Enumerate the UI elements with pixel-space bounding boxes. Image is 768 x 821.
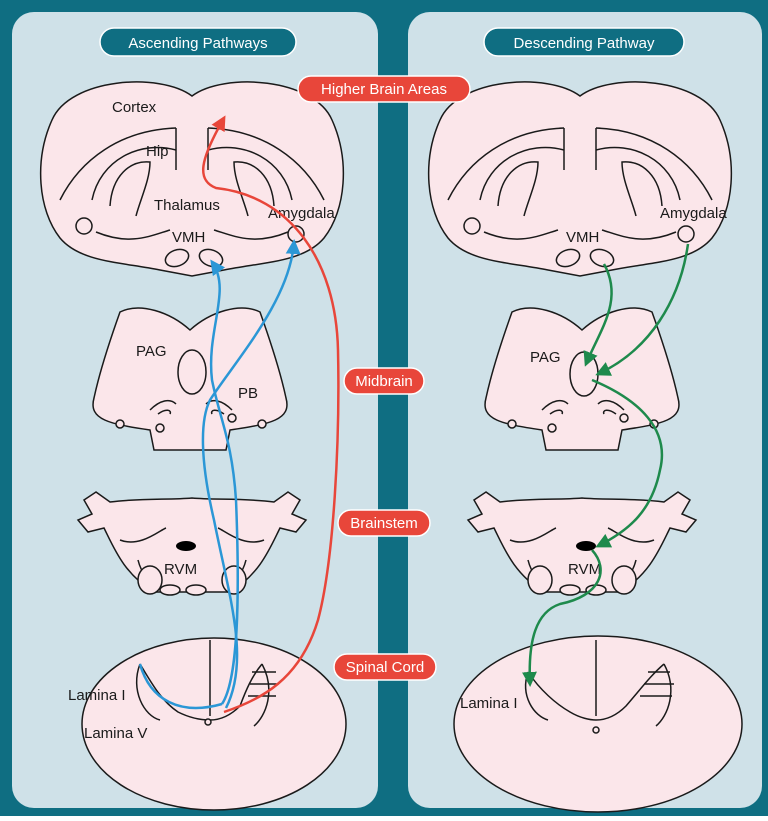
level-pill-spinal: Spinal Cord bbox=[334, 654, 436, 680]
label-rvm-right: RVM bbox=[568, 561, 601, 578]
left-brain-section: Cortex Hip Thalamus Amygdala VMH bbox=[41, 82, 344, 276]
label-lamina-v: Lamina V bbox=[84, 725, 147, 742]
left-title: Ascending Pathways bbox=[128, 35, 267, 52]
level-midbrain-text: Midbrain bbox=[355, 373, 413, 390]
label-hip: Hip bbox=[146, 143, 169, 160]
label-lamina-i-left: Lamina I bbox=[68, 687, 126, 704]
label-vmh-left: VMH bbox=[172, 229, 205, 246]
label-rvm-left: RVM bbox=[164, 561, 197, 578]
level-spinal-text: Spinal Cord bbox=[346, 659, 424, 676]
label-amygdala-left: Amygdala bbox=[268, 205, 335, 222]
label-thalamus: Thalamus bbox=[154, 197, 220, 214]
label-cortex: Cortex bbox=[112, 99, 157, 116]
right-title-pill: Descending Pathway bbox=[484, 28, 684, 56]
left-title-pill: Ascending Pathways bbox=[100, 28, 296, 56]
right-title: Descending Pathway bbox=[514, 35, 655, 52]
level-brainstem-text: Brainstem bbox=[350, 515, 418, 532]
label-pag-left: PAG bbox=[136, 343, 167, 360]
label-pb: PB bbox=[238, 385, 258, 402]
right-spinal-section: Lamina I bbox=[454, 636, 742, 812]
level-pill-midbrain: Midbrain bbox=[344, 368, 424, 394]
right-brain-section: Amygdala VMH bbox=[429, 82, 732, 276]
label-pag-right: PAG bbox=[530, 349, 561, 366]
level-pill-brainstem: Brainstem bbox=[338, 510, 430, 536]
level-pill-higher: Higher Brain Areas bbox=[298, 76, 470, 102]
level-higher-text: Higher Brain Areas bbox=[321, 81, 447, 98]
label-amygdala-right: Amygdala bbox=[660, 205, 727, 222]
label-vmh-right: VMH bbox=[566, 229, 599, 246]
label-lamina-i-right: Lamina I bbox=[460, 695, 518, 712]
